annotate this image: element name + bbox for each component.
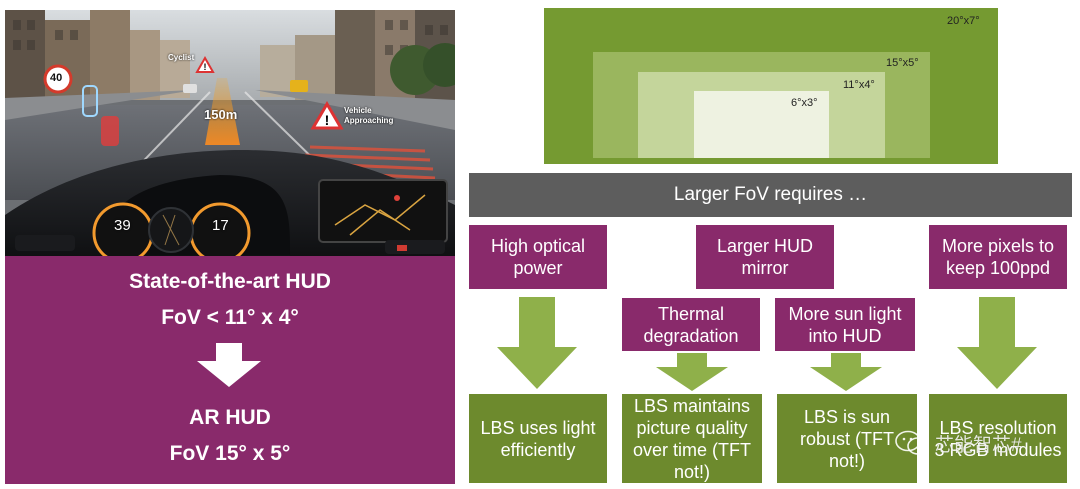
- ar-hud-title: AR HUD: [189, 406, 271, 429]
- arrow-down-optical-icon: [497, 297, 577, 389]
- issue-thermal-degradation: Thermal degradation: [622, 298, 760, 351]
- fov-label-11x4: 11°x4°: [843, 79, 875, 91]
- fov-label-20x7: 20°x7°: [947, 15, 980, 27]
- outcome-label: LBS uses light efficiently: [480, 417, 596, 460]
- wechat-icon: [895, 430, 929, 455]
- hud-photo: ! ! Cyclist 150m Vehicle Approaching 40 …: [5, 10, 455, 257]
- gauge-left-value: 39: [114, 217, 131, 234]
- cyclist-label: Cyclist: [168, 53, 195, 62]
- arrow-down-pixels-icon: [957, 297, 1037, 389]
- outcome-sun-robust: LBS is sun robust (TFT not!): [777, 394, 917, 483]
- hud-comparison-panel: State-of-the-art HUD FoV < 11° x 4° AR H…: [5, 256, 455, 484]
- watermark: 芯能智芯#: [895, 428, 1075, 458]
- svg-text:!: !: [325, 112, 330, 128]
- fov-label-6x3: 6°x3°: [791, 97, 818, 109]
- outcome-picture-quality: LBS maintains picture quality over time …: [622, 394, 762, 483]
- svg-text:!: !: [204, 62, 207, 72]
- outcome-label: LBS resolution 3 RGB modules: [934, 417, 1062, 460]
- issue-sun-light: More sun light into HUD: [775, 298, 915, 351]
- down-arrow-icon: [197, 343, 261, 387]
- requirement-label: More pixels to keep 100ppd: [941, 236, 1055, 278]
- requirement-more-pixels: More pixels to keep 100ppd: [929, 225, 1067, 289]
- arrow-down-thermal-icon: [656, 353, 728, 391]
- arrow-down-sun-icon: [810, 353, 882, 391]
- hud-photo-illustration: ! !: [5, 10, 455, 257]
- outcome-label: LBS is sun robust (TFT not!): [799, 406, 894, 471]
- current-hud-title: State-of-the-art HUD: [129, 270, 331, 293]
- fov-box-6x3: [694, 91, 829, 158]
- outcome-light-efficiency: LBS uses light efficiently: [469, 394, 607, 483]
- issue-label: More sun light into HUD: [788, 303, 902, 346]
- requirement-hud-mirror: Larger HUD mirror: [696, 225, 834, 289]
- distance-label: 150m: [204, 107, 238, 122]
- speed-sign-value: 40: [50, 72, 63, 84]
- outcome-resolution: LBS resolution 3 RGB modules: [929, 394, 1067, 483]
- outcome-label: LBS maintains picture quality over time …: [632, 395, 751, 482]
- larger-fov-banner: Larger FoV requires …: [469, 173, 1072, 217]
- fov-label-15x5: 15°x5°: [886, 57, 919, 69]
- ar-hud-fov: FoV 15° x 5°: [169, 442, 291, 465]
- issue-label: Thermal degradation: [643, 303, 739, 346]
- requirement-optical-power: High optical power: [469, 225, 607, 289]
- vehicle-label-2: Approaching: [344, 116, 394, 125]
- gauge-right-value: 17: [212, 217, 229, 234]
- current-hud-fov: FoV < 11° x 4°: [161, 306, 299, 329]
- requirement-label: High optical power: [490, 236, 586, 278]
- requirement-label: Larger HUD mirror: [716, 236, 814, 278]
- watermark-text: 芯能智芯#: [935, 434, 1022, 456]
- vehicle-label-1: Vehicle: [344, 106, 372, 115]
